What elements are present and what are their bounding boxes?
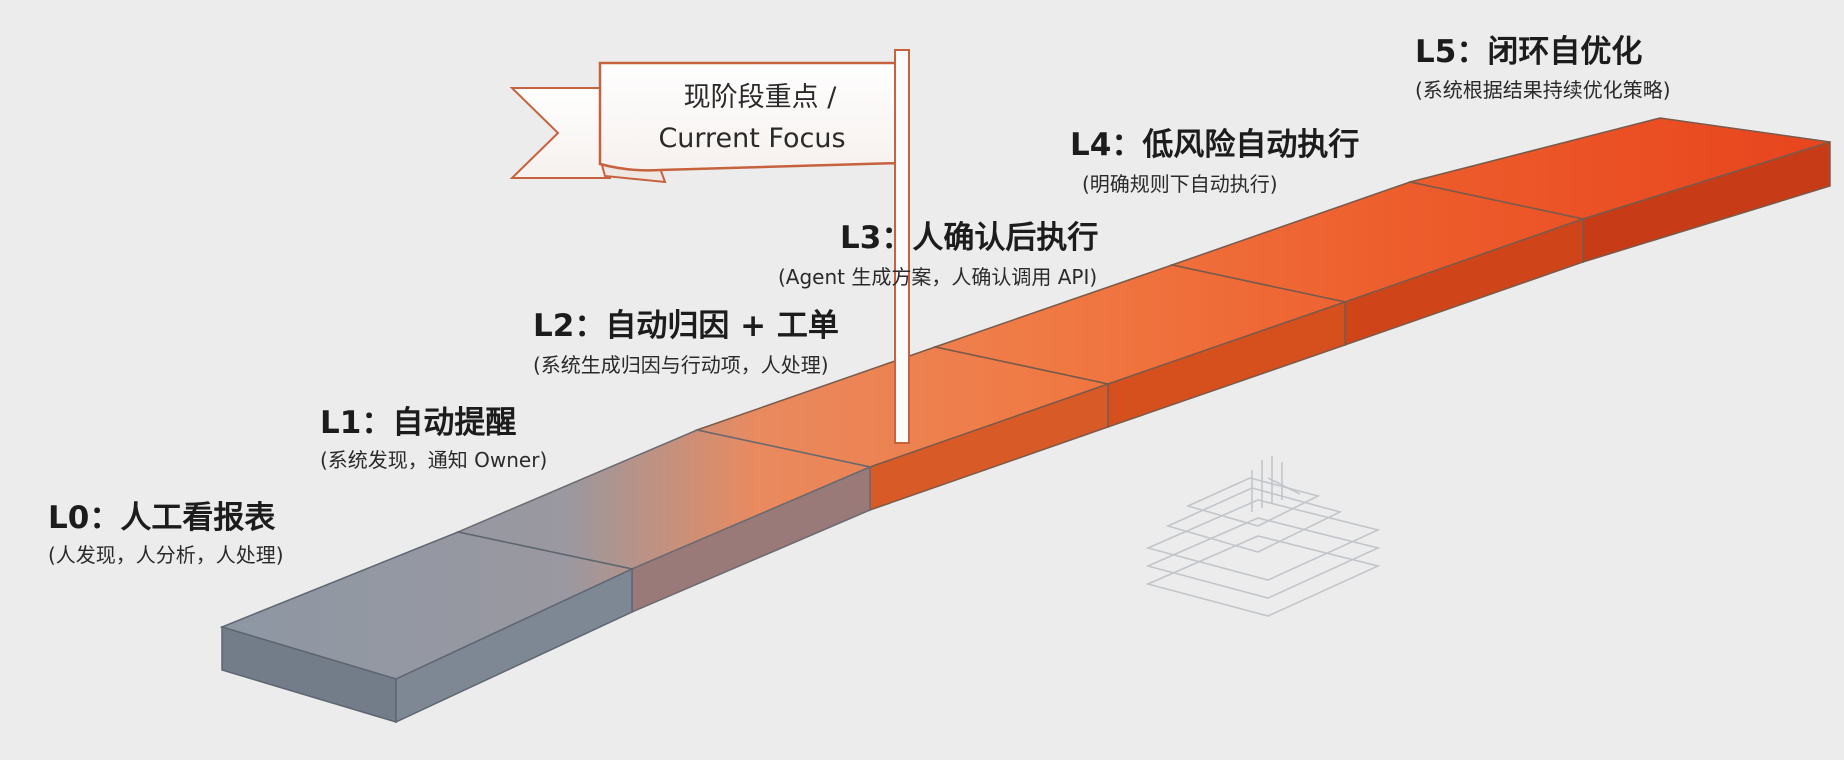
level-title-l2: L2：自动归因 + 工单 <box>533 308 839 344</box>
level-labels: L0：人工看报表 (人发现，人分析，人处理) L1：自动提醒 (系统发现，通知 … <box>48 34 1671 567</box>
flag-pole <box>894 49 910 444</box>
level-title-l1: L1：自动提醒 <box>320 405 516 441</box>
step-l0 <box>219 531 635 724</box>
flag-text-line2: Current Focus <box>658 123 845 154</box>
level-subtitle-l3: (Agent 生成方案，人确认调用 API) <box>778 265 1097 289</box>
level-title-l5: L5：闭环自优化 <box>1415 34 1642 70</box>
current-focus-flag: 现阶段重点 / Current Focus <box>509 49 910 444</box>
level-subtitle-l2: (系统生成归因与行动项，人处理) <box>533 353 829 377</box>
level-title-l4: L4：低风险自动执行 <box>1070 127 1359 163</box>
level-subtitle-l0: (人发现，人分析，人处理) <box>48 543 284 567</box>
level-subtitle-l4: (明确规则下自动执行) <box>1082 172 1278 196</box>
level-subtitle-l5: (系统根据结果持续优化策略) <box>1415 78 1671 102</box>
level-title-l0: L0：人工看报表 <box>48 500 275 536</box>
level-subtitle-l1: (系统发现，通知 Owner) <box>320 448 547 472</box>
level-title-l3: L3：人确认后执行 <box>840 220 1098 256</box>
flag-text-line1: 现阶段重点 / <box>684 82 838 113</box>
layers-icon <box>1145 456 1381 617</box>
